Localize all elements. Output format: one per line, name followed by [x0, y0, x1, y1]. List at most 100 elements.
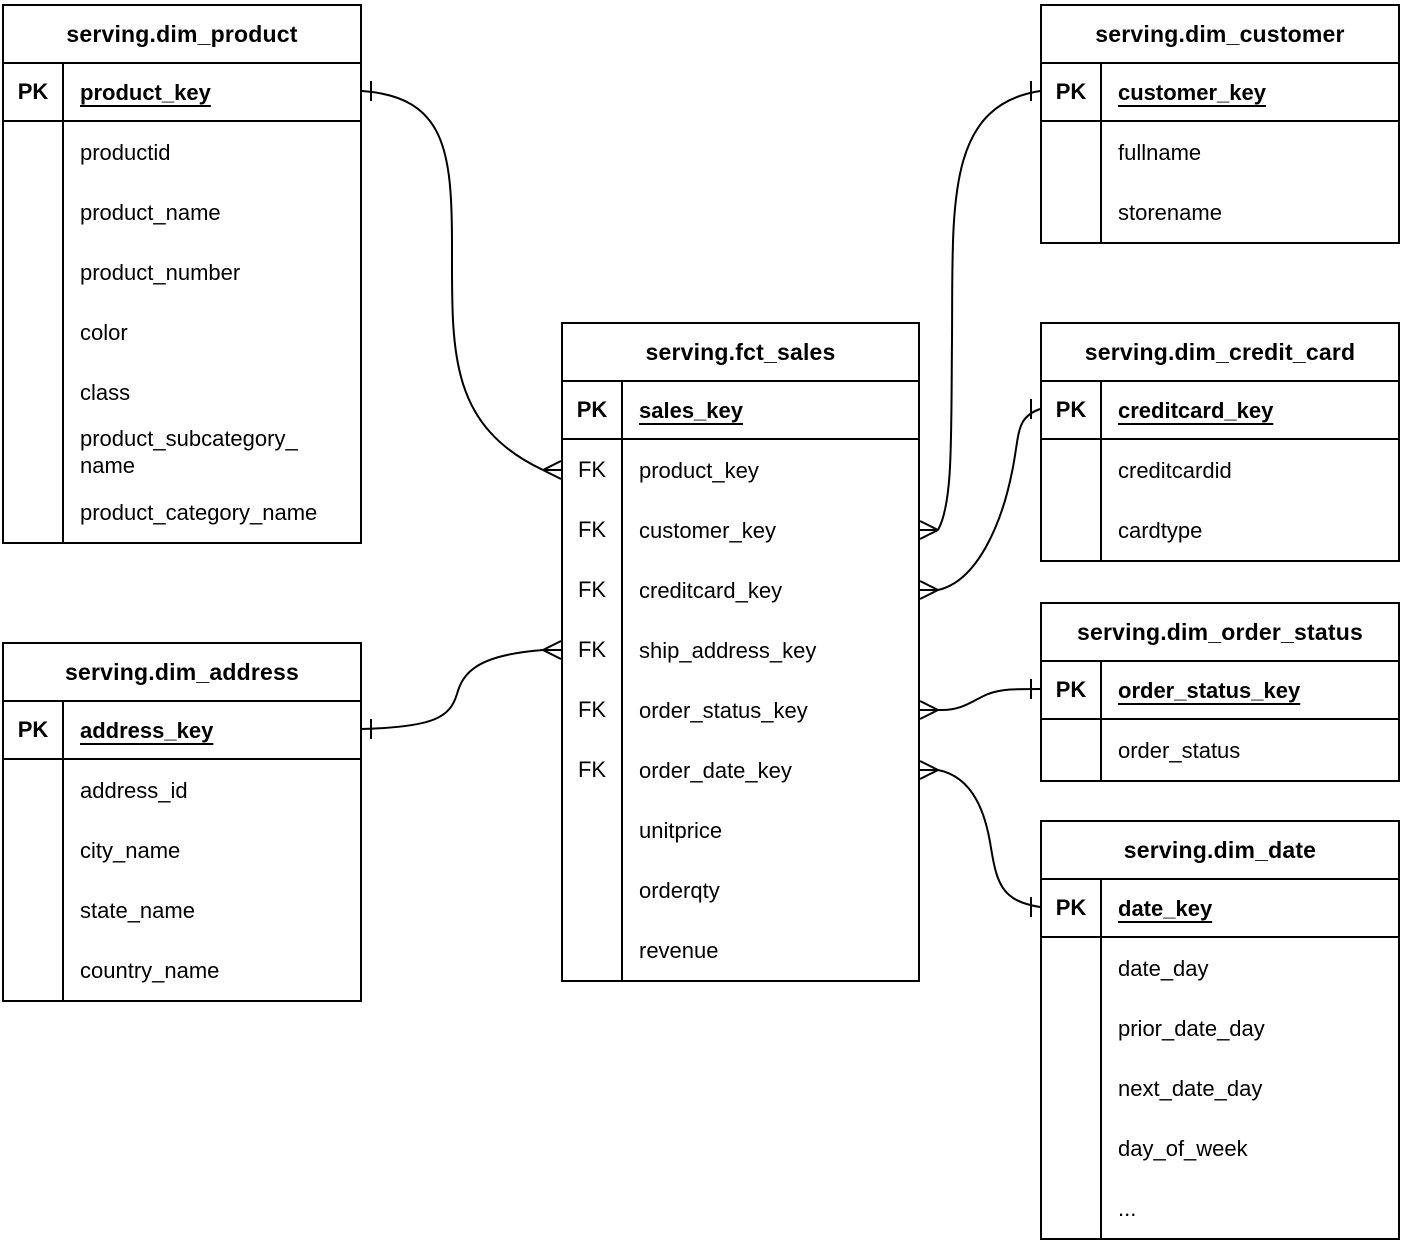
- field-row: day_of_week: [1042, 1118, 1398, 1178]
- relationship-line: [361, 90, 544, 471]
- relationship-order-status: [919, 679, 1041, 720]
- pk-row: PK date_key: [1042, 880, 1398, 938]
- pk-field-name: customer_key: [1118, 79, 1266, 105]
- pk-field-name: product_key: [80, 79, 211, 105]
- pk-row: PK product_key: [4, 64, 360, 122]
- fk-badge: [4, 482, 64, 542]
- fk-badge: [4, 302, 64, 362]
- pk-field-name: address_key: [80, 717, 214, 743]
- crow-foot-many: [542, 460, 562, 480]
- crow-foot-many: [919, 520, 939, 540]
- field-name: next_date_day: [1118, 1075, 1263, 1101]
- fk-badge: [4, 760, 64, 820]
- relationship-order-date: [919, 760, 1041, 917]
- fk-badge: [1042, 1118, 1102, 1178]
- fk-badge: FK: [563, 440, 623, 500]
- pk-field-name: order_status_key: [1118, 677, 1301, 703]
- field-name: ship_address_key: [639, 637, 817, 663]
- field-row: ...: [1042, 1178, 1398, 1238]
- table-title: serving.dim_customer: [1042, 6, 1398, 64]
- fk-badge: [1042, 720, 1102, 780]
- table-title: serving.dim_credit_card: [1042, 324, 1398, 382]
- relationship-line: [937, 90, 1041, 531]
- field-row: date_day: [1042, 938, 1398, 998]
- field-name: prior_date_day: [1118, 1015, 1265, 1041]
- fk-badge: [563, 800, 623, 860]
- fk-badge: [4, 820, 64, 880]
- field-row: orderqty: [563, 860, 918, 920]
- field-row: prior_date_day: [1042, 998, 1398, 1058]
- field-name: storename: [1118, 199, 1222, 225]
- fk-badge: [1042, 938, 1102, 998]
- field-row: cardtype: [1042, 500, 1398, 560]
- pk-badge: PK: [1042, 64, 1102, 120]
- fk-badge: [1042, 998, 1102, 1058]
- field-name: productid: [80, 139, 171, 165]
- field-row: city_name: [4, 820, 360, 880]
- fk-badge: FK: [563, 740, 623, 800]
- field-row: product_category_name: [4, 482, 360, 542]
- pk-badge: PK: [1042, 382, 1102, 438]
- pk-badge: PK: [563, 382, 623, 438]
- field-name: order_status_key: [639, 697, 808, 723]
- fk-badge: [1042, 122, 1102, 182]
- relationship-address: [361, 640, 562, 739]
- field-row: fullname: [1042, 122, 1398, 182]
- field-name: product_subcategory_ name: [80, 426, 298, 478]
- field-row: state_name: [4, 880, 360, 940]
- fk-badge: [4, 242, 64, 302]
- crow-foot-many: [919, 760, 939, 780]
- pk-field-name: date_key: [1118, 895, 1213, 921]
- field-name: fullname: [1118, 139, 1202, 165]
- crow-foot-many: [542, 640, 562, 660]
- field-name: state_name: [80, 897, 195, 923]
- field-row: class: [4, 362, 360, 422]
- fk-badge: [4, 362, 64, 422]
- field-row: address_id: [4, 760, 360, 820]
- field-name: country_name: [80, 957, 220, 983]
- field-name: city_name: [80, 837, 181, 863]
- fk-badge: [4, 182, 64, 242]
- field-name: product_number: [80, 259, 241, 285]
- field-row: product_name: [4, 182, 360, 242]
- relationship-product: [361, 81, 562, 480]
- field-name: address_id: [80, 777, 188, 803]
- field-name: creditcardid: [1118, 457, 1232, 483]
- field-row: creditcardid: [1042, 440, 1398, 500]
- field-name: color: [80, 319, 128, 345]
- table-title: serving.fct_sales: [563, 324, 918, 382]
- field-name: ...: [1118, 1195, 1137, 1221]
- pk-badge: PK: [4, 64, 64, 120]
- field-name: product_name: [80, 199, 221, 225]
- field-name: date_day: [1118, 955, 1209, 981]
- relationship-customer: [919, 81, 1041, 540]
- pk-badge: PK: [1042, 662, 1102, 718]
- field-row: country_name: [4, 940, 360, 1000]
- field-name: revenue: [639, 937, 719, 963]
- crow-foot-many: [919, 700, 939, 720]
- field-name: orderqty: [639, 877, 720, 903]
- pk-badge: PK: [1042, 880, 1102, 936]
- field-row: storename: [1042, 182, 1398, 242]
- field-name: day_of_week: [1118, 1135, 1248, 1161]
- fk-badge: [1042, 440, 1102, 500]
- field-name: product_category_name: [80, 499, 318, 525]
- field-name: class: [80, 379, 131, 405]
- field-name: unitprice: [639, 817, 723, 843]
- fk-badge: [4, 880, 64, 940]
- relationship-creditcard: [919, 399, 1041, 600]
- table-title: serving.dim_date: [1042, 822, 1398, 880]
